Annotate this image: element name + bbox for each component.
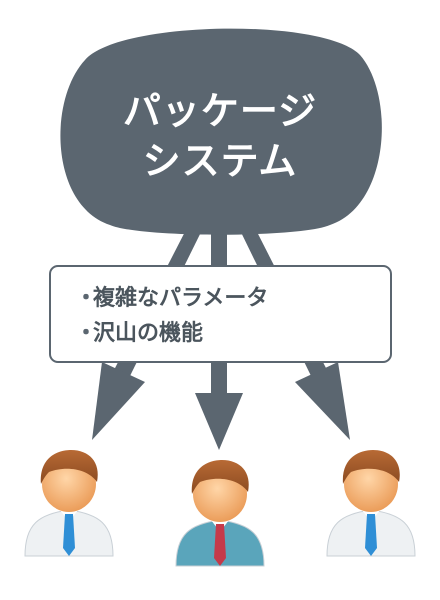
feature-item-many-functions: ・沢山の機能 xyxy=(75,316,390,351)
package-bubble xyxy=(60,28,382,235)
user-left-tie xyxy=(63,514,75,556)
arrow-left-head xyxy=(92,362,145,440)
user-left-avatar xyxy=(24,450,114,557)
user-center-hair xyxy=(191,460,249,494)
package-title-line-2: システム xyxy=(142,139,298,183)
package-title-line-1: パッケージ xyxy=(122,89,318,133)
user-center-avatar xyxy=(175,460,265,567)
bullet-icon: ・ xyxy=(75,286,98,311)
arrow-center-head xyxy=(195,393,243,450)
user-right-hair xyxy=(342,450,400,484)
feature-box: ・複雑なパラメータ ・沢山の機能 xyxy=(49,265,392,363)
feature-item-label: 複雑なパラメータ xyxy=(93,286,269,311)
user-center-tie xyxy=(214,524,226,566)
bullet-icon: ・ xyxy=(75,321,98,346)
arrow-right-head xyxy=(295,362,350,440)
user-left-hair xyxy=(40,450,98,484)
feature-item-complex-params: ・複雑なパラメータ xyxy=(75,281,390,316)
user-right-avatar xyxy=(326,450,416,557)
user-right-tie xyxy=(365,514,377,556)
feature-item-label: 沢山の機能 xyxy=(93,321,204,346)
